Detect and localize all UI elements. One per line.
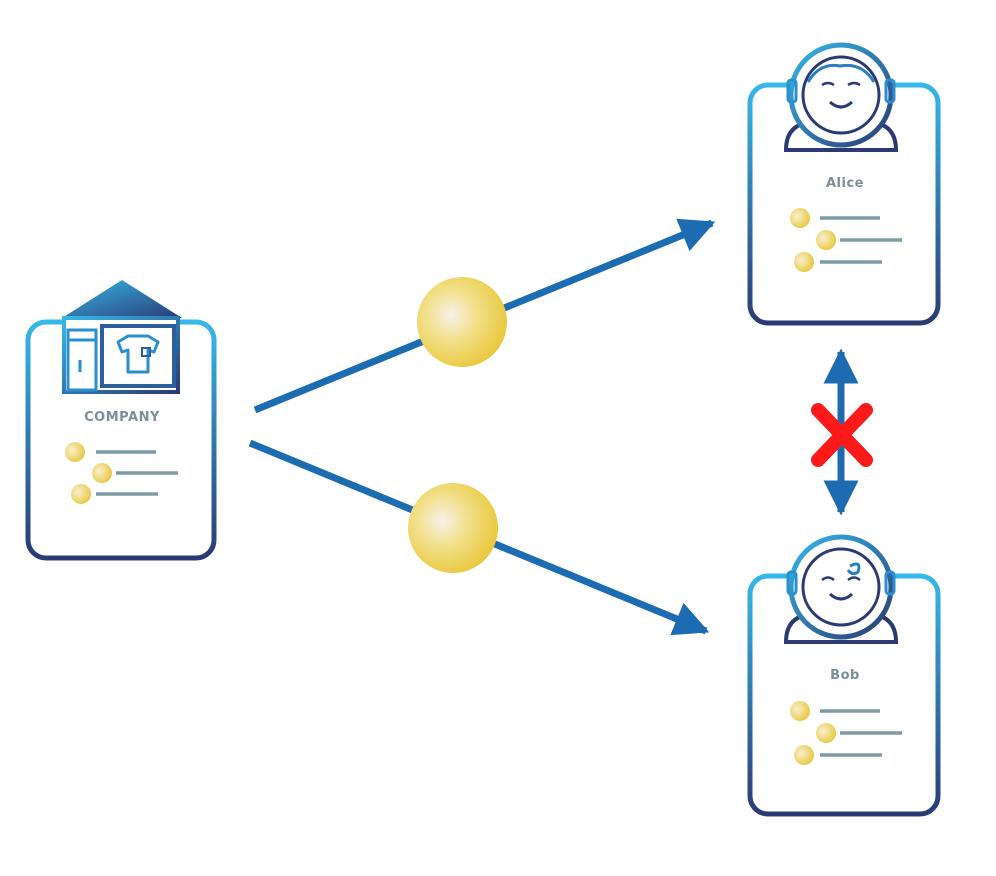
token-to-alice: [417, 277, 507, 367]
company-label: COMPANY: [84, 410, 160, 425]
list-bullet: [71, 484, 91, 504]
astronaut-girl-icon: [783, 42, 899, 160]
list-bullet: [816, 230, 836, 250]
bob-info-list: [790, 701, 902, 765]
list-bullet: [92, 463, 112, 483]
list-bullet: [794, 745, 814, 765]
astronaut-boy-icon: [783, 534, 899, 652]
bob-name: Bob: [830, 668, 860, 683]
alice-card[interactable]: Alice: [747, 42, 941, 326]
store-icon: [62, 280, 182, 394]
list-bullet: [794, 252, 814, 272]
company-card[interactable]: COMPANY: [25, 280, 217, 561]
company-info-list: [65, 442, 178, 504]
list-bullet: [790, 701, 810, 721]
alice-name: Alice: [826, 176, 864, 191]
list-bullet: [790, 208, 810, 228]
alice-info-list: [790, 208, 902, 272]
bob-card[interactable]: Bob: [747, 534, 941, 817]
token-to-bob: [408, 483, 498, 573]
list-bullet: [65, 442, 85, 462]
list-bullet: [816, 723, 836, 743]
blocked-x-icon: [811, 403, 873, 467]
